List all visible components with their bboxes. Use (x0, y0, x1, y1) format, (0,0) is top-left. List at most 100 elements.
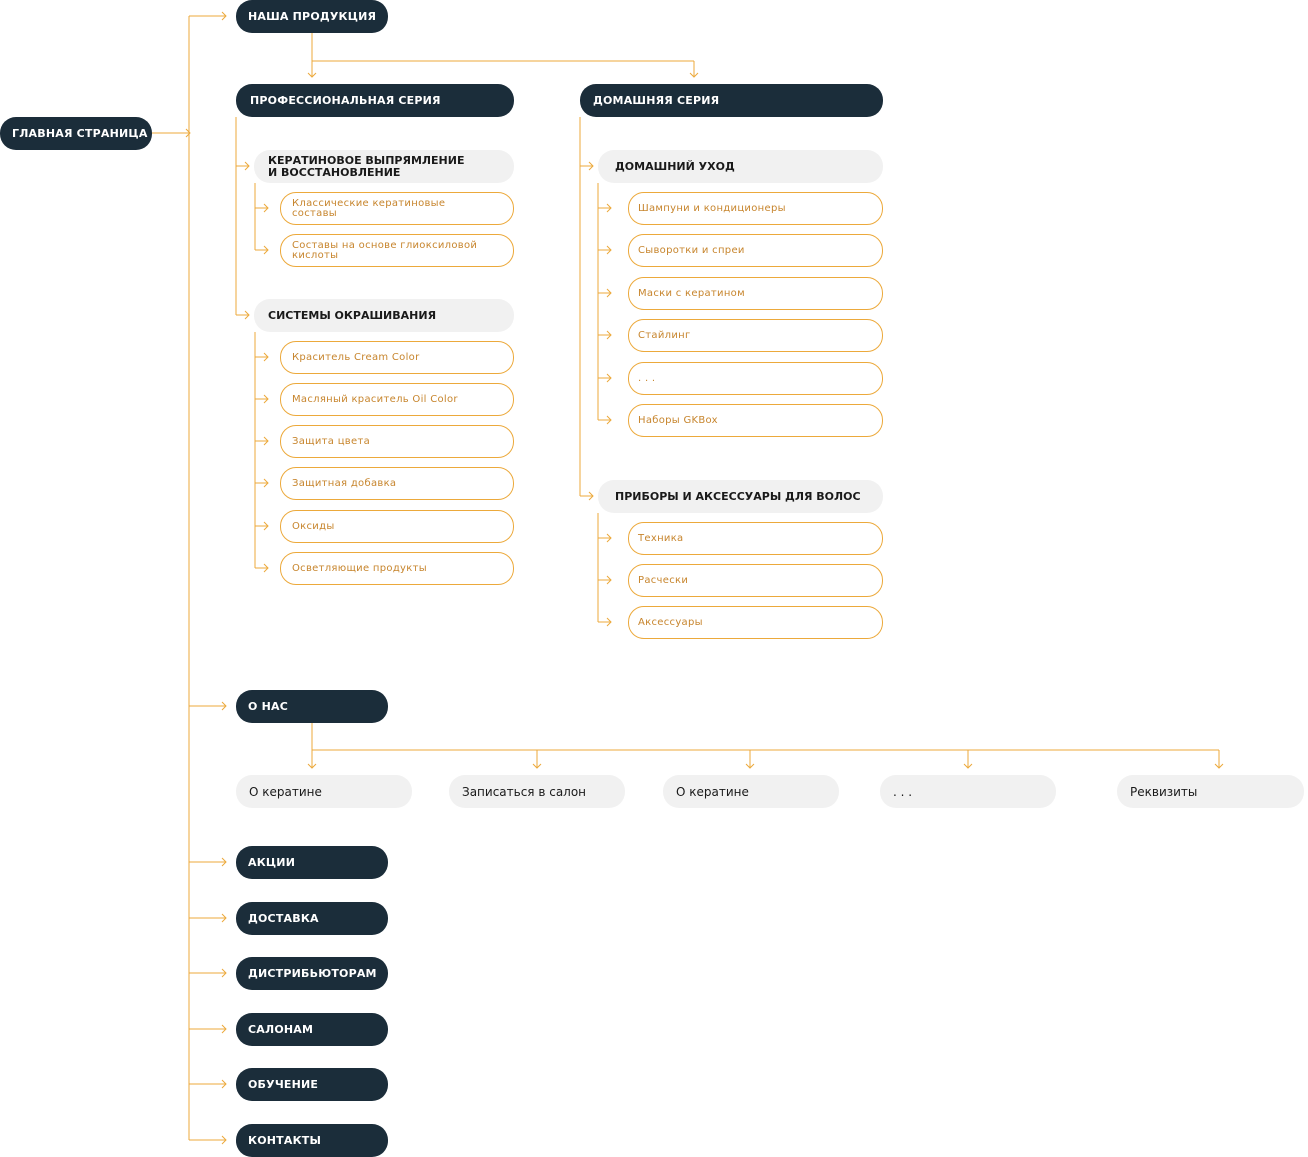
node-label: КОНТАКТЫ (248, 1134, 322, 1147)
node-about: О НАС (236, 690, 388, 723)
node-label: Оксиды (292, 520, 335, 532)
node-label: Реквизиты (1130, 784, 1198, 799)
arrow-right-icon (588, 161, 594, 171)
arrow-down-icon (307, 72, 317, 78)
node-about-item: Записаться в салон (449, 775, 625, 808)
arrow-right-icon (263, 245, 269, 255)
node-coloring-item: Оксиды (280, 510, 514, 543)
arrow-right-icon (263, 563, 269, 573)
node-coloring-item: Осветляющие продукты (280, 552, 514, 585)
node-our-products: НАША ПРОДУКЦИЯ (236, 0, 388, 33)
arrow-right-icon (244, 161, 250, 171)
arrow-right-icon (221, 1024, 227, 1034)
arrow-right-icon (263, 521, 269, 531)
arrow-right-icon (606, 288, 612, 298)
node-coloring-item: Защита цвета (280, 425, 514, 458)
node-label: ОБУЧЕНИЕ (248, 1078, 319, 1091)
node-keratin-item: Классические кератиновые составы (280, 192, 514, 225)
node-label: Шампуни и кондиционеры (638, 202, 786, 214)
node-devices-item: Техника (628, 522, 883, 555)
node-distributors: ДИСТРИБЬЮТОРАМ (236, 957, 388, 990)
node-label: Наборы GKBox (638, 414, 718, 426)
arrow-right-icon (606, 415, 612, 425)
node-professional-series: ПРОФЕССИОНАЛЬНАЯ СЕРИЯ (236, 84, 514, 117)
node-label: Техника (638, 532, 684, 544)
node-home-care-item: Маски с кератином (628, 277, 883, 310)
arrow-down-icon (963, 763, 973, 769)
arrow-right-icon (263, 203, 269, 213)
node-label: Защита цвета (292, 435, 370, 447)
node-label: Стайлинг (638, 329, 691, 341)
node-contacts: КОНТАКТЫ (236, 1124, 388, 1157)
node-label: ДИСТРИБЬЮТОРАМ (248, 967, 377, 980)
node-label: Аксессуары (638, 616, 703, 628)
node-label: АКЦИИ (248, 856, 296, 869)
node-label: НАША ПРОДУКЦИЯ (248, 10, 377, 23)
node-promo: АКЦИИ (236, 846, 388, 879)
node-label: Сыворотки и спреи (638, 244, 745, 256)
arrow-right-icon (221, 968, 227, 978)
arrow-right-icon (185, 128, 191, 138)
node-coloring-category: СИСТЕМЫ ОКРАШИВАНИЯ (254, 299, 514, 332)
arrow-down-icon (745, 763, 755, 769)
arrow-right-icon (606, 203, 612, 213)
node-label: . . . (893, 784, 913, 799)
node-label: Масляный краситель Oil Color (292, 393, 458, 405)
node-home-care-item: Наборы GKBox (628, 404, 883, 437)
arrow-right-icon (244, 310, 250, 320)
node-home-care-category: ДОМАШНИЙ УХОД (598, 150, 883, 183)
arrow-right-icon (263, 352, 269, 362)
arrow-right-icon (263, 436, 269, 446)
arrow-right-icon (606, 245, 612, 255)
arrow-down-icon (532, 763, 542, 769)
arrow-right-icon (221, 857, 227, 867)
node-delivery: ДОСТАВКА (236, 902, 388, 935)
node-home-care-item: Шампуни и кондиционеры (628, 192, 883, 225)
node-keratin-item: Составы на основе глиоксиловой кислоты (280, 234, 514, 267)
arrow-right-icon (606, 373, 612, 383)
node-about-item: . . . (880, 775, 1056, 808)
node-about-item: Реквизиты (1117, 775, 1304, 808)
node-home-care-item: . . . (628, 362, 883, 395)
node-label: Защитная добавка (292, 477, 397, 489)
node-keratin-category: КЕРАТИНОВОЕ ВЫПРЯМЛЕНИЕ И ВОССТАНОВЛЕНИЕ (254, 150, 514, 183)
node-label: Классические кератиновые составы (292, 197, 446, 219)
node-label: Расчески (638, 574, 689, 586)
node-coloring-item: Масляный краситель Oil Color (280, 383, 514, 416)
arrow-right-icon (606, 533, 612, 543)
node-devices-item: Расчески (628, 564, 883, 597)
arrow-down-icon (307, 763, 317, 769)
node-label: Осветляющие продукты (292, 562, 427, 574)
node-home-care-item: Стайлинг (628, 319, 883, 352)
arrow-right-icon (263, 394, 269, 404)
node-label: . . . (638, 372, 656, 384)
node-label: Краситель Cream Color (292, 351, 420, 363)
node-devices-item: Аксессуары (628, 606, 883, 639)
node-label: СИСТЕМЫ ОКРАШИВАНИЯ (268, 308, 437, 322)
arrow-down-icon (689, 72, 699, 78)
node-label: Маски с кератином (638, 287, 745, 299)
node-label: Записаться в салон (462, 784, 587, 799)
node-label: КЕРАТИНОВОЕ ВЫПРЯМЛЕНИЕ И ВОССТАНОВЛЕНИЕ (268, 153, 465, 179)
arrow-right-icon (606, 330, 612, 340)
node-salons: САЛОНАМ (236, 1013, 388, 1046)
node-home-care-item: Сыворотки и спреи (628, 234, 883, 267)
arrow-right-icon (588, 491, 594, 501)
arrow-right-icon (263, 478, 269, 488)
node-label: ДОСТАВКА (248, 912, 319, 925)
node-label: ДОМАШНЯЯ СЕРИЯ (593, 94, 720, 107)
node-home-page: ГЛАВНАЯ СТРАНИЦА (0, 117, 152, 150)
arrow-right-icon (221, 11, 227, 21)
node-label: ДОМАШНИЙ УХОД (615, 159, 735, 173)
node-training: ОБУЧЕНИЕ (236, 1068, 388, 1101)
node-label: ГЛАВНАЯ СТРАНИЦА (12, 127, 148, 140)
node-coloring-item: Защитная добавка (280, 467, 514, 500)
arrow-right-icon (606, 617, 612, 627)
arrow-right-icon (221, 1079, 227, 1089)
arrow-right-icon (221, 701, 227, 711)
node-label: ПРОФЕССИОНАЛЬНАЯ СЕРИЯ (250, 94, 441, 107)
arrow-down-icon (1214, 763, 1224, 769)
arrow-right-icon (221, 1135, 227, 1145)
